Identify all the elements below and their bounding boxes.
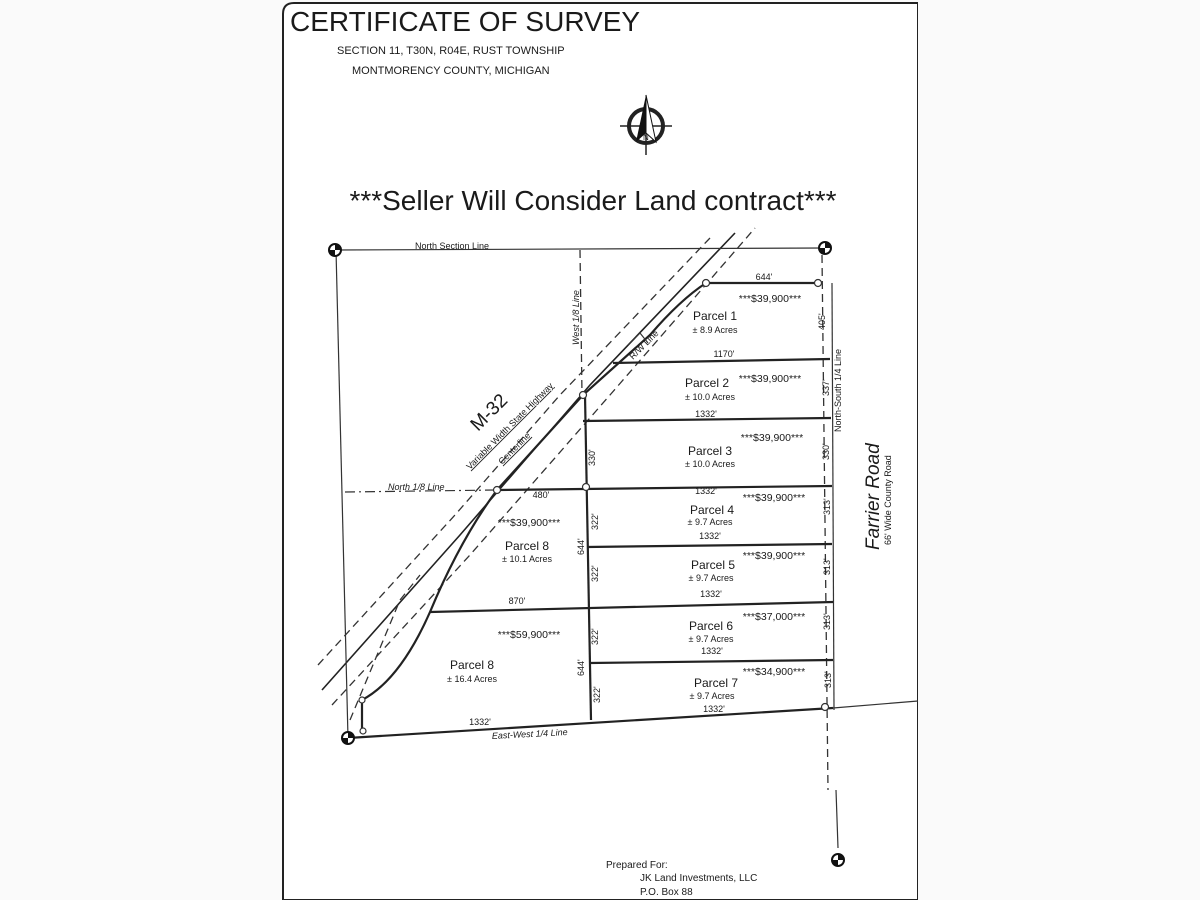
parcel-8-north[interactable]: ***$39,900*** Parcel 8 ± 10.1 Acres [498, 517, 560, 564]
land-contract-notice: ***Seller Will Consider Land contract*** [349, 185, 836, 216]
parcel-acres: ± 10.0 Acres [685, 459, 735, 469]
document-frame [282, 2, 919, 900]
svg-text:1332': 1332' [699, 531, 721, 541]
prepared-for-address: P.O. Box 88 [640, 887, 693, 898]
parcel-4[interactable]: ***$39,900*** Parcel 4 ± 9.7 Acres [688, 492, 806, 527]
parcel-price: ***$34,900*** [743, 666, 805, 678]
parcel-price: ***$59,900*** [498, 629, 560, 641]
parcel-name: Parcel 3 [688, 444, 732, 458]
parcel-acres: ± 10.1 Acres [502, 554, 552, 564]
svg-text:313': 313' [822, 498, 832, 515]
document-title: CERTIFICATE OF SURVEY [290, 6, 640, 37]
parcel-8-south[interactable]: ***$59,900*** Parcel 8 ± 16.4 Acres [447, 629, 560, 684]
parcel-name: Parcel 1 [693, 309, 737, 323]
survey-points [358, 278, 830, 735]
section-monument-icon [328, 241, 845, 867]
svg-text:N: N [643, 133, 649, 142]
svg-text:644': 644' [576, 538, 586, 555]
svg-text:1332': 1332' [469, 717, 491, 727]
svg-text:1332': 1332' [700, 589, 722, 599]
svg-text:644': 644' [756, 272, 773, 282]
west-eighth-line-label: West 1/8 Line [571, 290, 581, 345]
svg-text:1332': 1332' [695, 486, 717, 496]
parcel-name: Parcel 5 [691, 558, 735, 572]
parcel-1[interactable]: ***$39,900*** Parcel 1 ± 8.9 Acres [693, 293, 802, 335]
parcel-price: ***$39,900*** [498, 517, 560, 529]
rw-line [360, 282, 707, 730]
parcel-price: ***$39,900*** [739, 293, 801, 305]
parcel-6[interactable]: ***$37,000*** Parcel 6 ± 9.7 Acres [689, 611, 806, 644]
ew-quarter-line-label: East-West 1/4 Line [492, 727, 568, 741]
svg-text:337': 337' [821, 379, 831, 396]
subtitle-county: MONTMORENCY COUNTY, MICHIGAN [352, 65, 550, 77]
parcel-acres: ± 9.7 Acres [689, 634, 734, 644]
parcel-acres: ± 16.4 Acres [447, 674, 497, 684]
parcel-price: ***$39,900*** [743, 550, 805, 562]
prepared-for-name: JK Land Investments, LLC [640, 873, 757, 884]
parcel-7[interactable]: ***$34,900*** Parcel 7 ± 9.7 Acres [690, 666, 806, 701]
parcel-acres: ± 9.7 Acres [688, 517, 733, 527]
parcel-name: Parcel 4 [690, 503, 734, 517]
road-line [835, 789, 839, 849]
svg-text:644': 644' [576, 659, 586, 676]
svg-text:1170': 1170' [713, 349, 734, 359]
road-description: 66' Wide County Road [883, 455, 893, 545]
dimension-labels: 644' 1170' 1332' 1332' 1332' 1332' 1332'… [469, 272, 833, 727]
north-section-line-label: North Section Line [415, 241, 489, 251]
parcel-name: Parcel 7 [694, 676, 738, 690]
svg-text:330': 330' [821, 443, 831, 460]
svg-text:480': 480' [533, 490, 550, 500]
svg-text:313': 313' [822, 613, 832, 630]
svg-text:405': 405' [817, 313, 827, 330]
north-arrow-icon: N [620, 94, 672, 155]
ns-quarter-line-label: North-South 1/4 Line [833, 349, 843, 432]
parcel-5[interactable]: ***$39,900*** Parcel 5 ± 9.7 Acres [689, 550, 806, 583]
parcel-name: Parcel 8 [505, 539, 549, 553]
svg-text:313': 313' [822, 558, 832, 575]
parcel-name: Parcel 2 [685, 376, 729, 390]
parcel-price: ***$39,900*** [743, 492, 805, 504]
svg-text:313': 313' [823, 671, 833, 688]
parcel-acres: ± 8.9 Acres [693, 325, 738, 335]
parcel-3[interactable]: ***$39,900*** Parcel 3 ± 10.0 Acres [685, 432, 803, 469]
parcel-price: ***$37,000*** [743, 611, 805, 623]
parcel-name: Parcel 6 [689, 619, 733, 633]
svg-text:322': 322' [590, 513, 600, 530]
right-margin [918, 0, 1200, 900]
parcel-acres: ± 9.7 Acres [689, 573, 734, 583]
parcel-acres: ± 10.0 Acres [685, 392, 735, 402]
parcel-price: ***$39,900*** [739, 373, 801, 385]
parcel-price: ***$39,900*** [741, 432, 803, 444]
svg-text:1332': 1332' [695, 409, 717, 419]
prepared-for-label: Prepared For: [606, 860, 668, 871]
svg-text:330': 330' [587, 449, 597, 466]
subtitle-section: SECTION 11, T30N, R04E, RUST TOWNSHIP [337, 45, 565, 57]
rw-jog [627, 332, 649, 346]
parcel-lines [347, 281, 919, 740]
svg-text:322': 322' [590, 565, 600, 582]
north-eighth-line [344, 489, 498, 493]
parcel-2[interactable]: ***$39,900*** Parcel 2 ± 10.0 Acres [685, 373, 801, 402]
road-name: Farrier Road [863, 442, 884, 550]
west-boundary [335, 249, 349, 739]
parcel-acres: ± 9.7 Acres [690, 691, 735, 701]
west-eighth-line [579, 249, 583, 396]
svg-text:322': 322' [592, 686, 602, 703]
north-section-line [334, 247, 826, 251]
svg-text:1332': 1332' [703, 704, 725, 714]
svg-text:870': 870' [509, 596, 526, 606]
east-boundary [831, 282, 835, 711]
ns-quarter-line [821, 254, 829, 791]
svg-text:1332': 1332' [701, 646, 723, 656]
north-eighth-line-label: North 1/8 Line [388, 482, 445, 492]
parcel-name: Parcel 8 [450, 658, 494, 672]
svg-text:322': 322' [590, 628, 600, 645]
